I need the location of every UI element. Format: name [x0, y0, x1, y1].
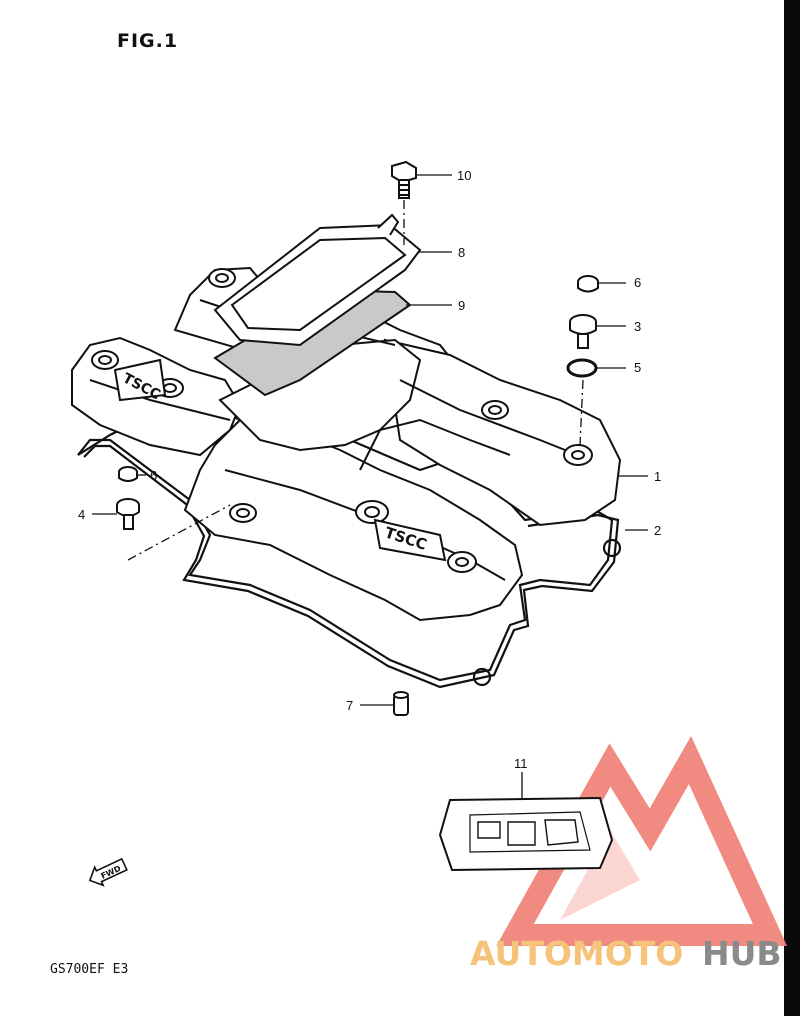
fwd-label: FWD [99, 864, 122, 881]
cap-bolt-icon [116, 498, 140, 530]
callout-5: 5 [634, 360, 641, 375]
callout-10: 10 [457, 168, 471, 183]
scan-border-strip [784, 0, 800, 1016]
cap-icon [118, 466, 138, 482]
leader-lines [92, 174, 648, 800]
fwd-arrow-icon: FWD [88, 857, 128, 887]
caution-label [438, 796, 614, 872]
bolt-icon [391, 160, 417, 199]
watermark-wordmark: AUTOMOTO HUB [470, 934, 782, 973]
watermark-logo-icon [496, 735, 788, 946]
callout-6-right: 6 [634, 275, 641, 290]
callout-4: 4 [78, 507, 85, 522]
callout-8: 8 [458, 245, 465, 260]
callout-6-left: 6 [150, 468, 157, 483]
figure-title: FIG.1 [117, 30, 179, 52]
callout-1: 1 [654, 469, 661, 484]
watermark-part2: HUB [702, 934, 782, 973]
cap-icon [577, 275, 599, 293]
o-ring-icon [566, 358, 598, 378]
callout-11: 11 [514, 756, 528, 771]
model-code: GS700EF E3 [50, 962, 129, 977]
cap-bolt-icon [569, 314, 597, 349]
callout-labels: 10 8 9 6 3 5 1 2 6 4 7 11 [78, 168, 661, 771]
watermark-part1: AUTOMOTO [470, 934, 683, 973]
callout-7: 7 [346, 698, 353, 713]
dowel-pin-icon [393, 691, 409, 716]
breather-cover [213, 213, 422, 347]
callout-9: 9 [458, 298, 465, 313]
callout-3: 3 [634, 319, 641, 334]
callout-2: 2 [654, 523, 661, 538]
